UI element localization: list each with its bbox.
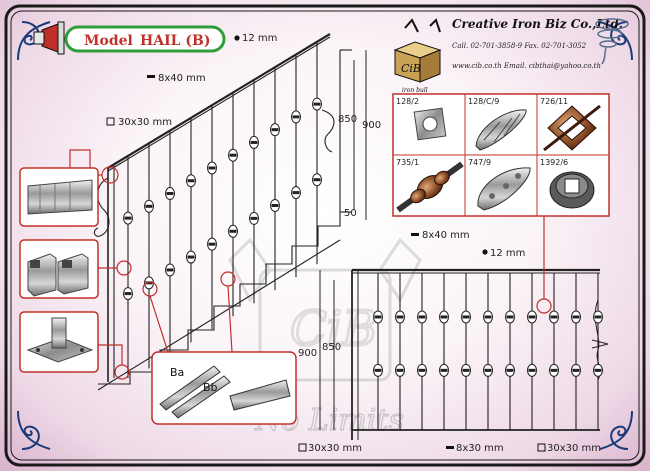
ring-collar-icon [396, 161, 464, 213]
stair-baluster [123, 155, 133, 378]
logo-text: CiB [401, 62, 421, 75]
company-name: Creative Iron Biz Co.,Ltd. [452, 17, 623, 31]
model-prefix: Model [84, 33, 133, 49]
stair-balusters [123, 41, 322, 378]
megaphone-icon [33, 21, 65, 55]
flat-bar-marker-icon [446, 446, 454, 449]
part-code: 1392/6 [540, 158, 568, 167]
part-card-1392-6: 1392/6 [540, 158, 595, 209]
rail-balusters [373, 273, 603, 430]
part-card-726-11: 726/11 [540, 97, 601, 152]
rail-baluster [395, 273, 405, 430]
company-logo: CiB iron bull [393, 18, 442, 94]
dim-stair-50: 50 [344, 208, 357, 219]
dim-stair-850: 850 [338, 114, 357, 125]
dim-stair-900: 900 [362, 120, 381, 131]
profile-label-a: Ba [170, 366, 184, 379]
dim-handrail-top: 8x40 mm [158, 73, 206, 84]
part-code: 128/2 [396, 97, 419, 106]
stair-baluster [165, 130, 175, 356]
part-card-128-2: 128/2 [396, 97, 447, 141]
part-code: 128/C/9 [468, 97, 499, 106]
rail-baluster [505, 273, 515, 430]
sheet-border [4, 4, 646, 467]
stair-baluster [249, 79, 259, 304]
flat-bar-marker-icon [147, 75, 155, 78]
parts-panel: 128/2 128/C/9 726/11 735/1 [392, 93, 610, 217]
rail-baluster [373, 273, 383, 430]
logo-tagline: iron bull [402, 87, 428, 94]
stair-drawing [93, 33, 352, 391]
company-call: Call. 02-701-3858-9 Fax. 02-701-3052 [452, 42, 587, 50]
company-web: www.cib.co.th Email. cibthai@yahoo.co.th [452, 62, 601, 70]
rail-baluster [571, 273, 581, 430]
dim-rail-post-left: 30x30 mm [308, 443, 362, 454]
stair-baluster [144, 143, 154, 369]
rail-baluster [483, 273, 493, 430]
rail-baluster [461, 273, 471, 430]
square-tube-marker-icon [106, 117, 115, 126]
stair-baluster [291, 54, 301, 278]
profile-label-b: Bb [203, 381, 218, 394]
part-card-747-9: 747/9 [468, 158, 531, 211]
flat-bar-marker-icon [411, 233, 419, 236]
square-collar-icon [413, 107, 447, 141]
rail-baluster [417, 273, 427, 430]
dim-rail-850: 850 [322, 342, 341, 353]
stair-baluster [207, 105, 217, 330]
company-header: CiB iron bull Creative Iron Biz Co.,Ltd.… [393, 17, 629, 94]
dim-rod-top: 12 mm [242, 33, 277, 44]
model-badge: Model HAIL (B) [33, 21, 226, 55]
part-code: 735/1 [396, 158, 419, 167]
cast-knuckle-icon [477, 167, 531, 211]
dim-rail-bottom: 8x30 mm [456, 443, 504, 454]
diamond-ornament-icon [543, 104, 601, 152]
part-code: 747/9 [468, 158, 491, 167]
rail-baluster [439, 273, 449, 430]
rail-dimensions: 8x40 mm 12 mm 900 850 30x30 mm 8x30 mm 3… [298, 230, 601, 454]
tornado-icon [595, 18, 629, 65]
dim-post-left: 30x30 mm [118, 117, 172, 128]
stair-baluster [228, 92, 238, 317]
detail-callouts: Ba Bb [19, 149, 297, 425]
detail-profile-bars: Ba Bb [151, 351, 297, 425]
detail-base-plate [19, 311, 99, 373]
rail-baluster [527, 273, 537, 430]
part-code: 726/11 [540, 97, 568, 106]
dim-rail-900: 900 [298, 348, 317, 359]
rail-baluster [549, 273, 559, 430]
twisted-knuckle-icon [475, 109, 527, 151]
dim-rail-handrail: 8x40 mm [422, 230, 470, 241]
rail-callout [536, 216, 552, 314]
part-card-735-1: 735/1 [396, 158, 464, 213]
stair-baluster [312, 41, 322, 265]
square-tube-marker-icon [537, 443, 546, 452]
stair-baluster [186, 117, 196, 343]
rod-marker-icon [234, 35, 240, 41]
dim-rail-post-right: 30x30 mm [547, 443, 601, 454]
square-knob-icon [549, 171, 595, 209]
detail-square-tubes [19, 239, 99, 299]
rail-baluster [593, 273, 603, 430]
rod-marker-icon [482, 249, 488, 255]
stair-dimensions: 12 mm 8x40 mm 30x30 mm 850 900 50 [106, 33, 381, 220]
dim-rail-rod: 12 mm [490, 248, 525, 259]
corner-swirl-bl-icon [17, 410, 51, 450]
square-tube-marker-icon [298, 443, 307, 452]
stair-baluster [270, 67, 280, 291]
part-card-128-c-9: 128/C/9 [468, 97, 527, 151]
corner-swirl-br-icon [599, 410, 633, 450]
model-name: HAIL (B) [140, 33, 210, 49]
detail-twisted-bar [19, 167, 99, 227]
